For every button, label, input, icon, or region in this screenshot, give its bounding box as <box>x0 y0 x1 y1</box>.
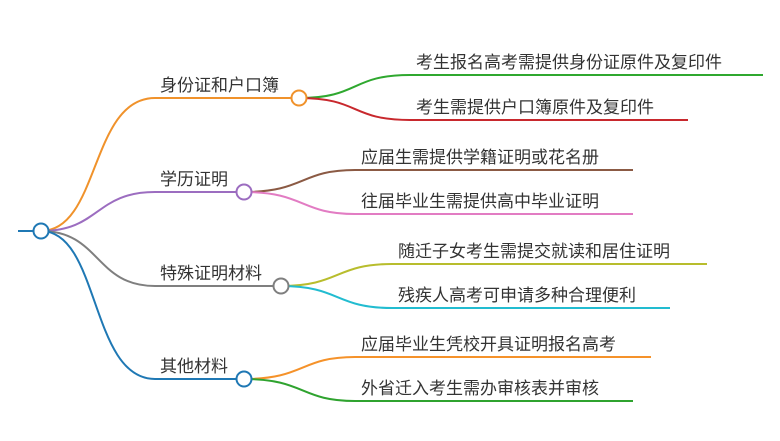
branch-2-connector <box>40 191 156 232</box>
branch-2-child-2-label[interactable]: 往届毕业生需提供高中毕业证明 <box>361 192 599 212</box>
branch-3-child-1-connector <box>280 263 707 287</box>
branch-3-node-dot[interactable] <box>272 277 290 295</box>
branch-2-child-2-connector <box>243 191 633 215</box>
branch-3-label[interactable]: 特殊证明材料 <box>160 264 262 284</box>
branch-1-label[interactable]: 身份证和户口簿 <box>160 76 279 96</box>
branch-3-child-2-label[interactable]: 残疾人高考可申请多种合理便利 <box>398 286 636 306</box>
branch-4-connector <box>40 230 156 380</box>
branch-1-connector <box>40 97 156 232</box>
branch-4-node-dot[interactable] <box>235 370 253 388</box>
branch-1-child-2-connector <box>298 97 688 121</box>
branch-4-child-1-label[interactable]: 应届毕业生凭校开具证明报名高考 <box>361 335 616 355</box>
root-node-dot[interactable] <box>32 222 50 240</box>
branch-1-node-dot[interactable] <box>290 89 308 107</box>
branch-2-child-1-label[interactable]: 应届生需提供学籍证明或花名册 <box>361 148 599 168</box>
branch-4-child-2-connector <box>243 378 633 402</box>
branch-1-child-1-connector <box>298 74 763 99</box>
branch-4-child-2-label[interactable]: 外省迁入考生需办审核表并审核 <box>361 379 599 399</box>
branch-1-child-1-label[interactable]: 考生报名高考需提供身份证原件及复印件 <box>416 53 722 73</box>
branch-2-node-dot[interactable] <box>235 183 253 201</box>
branch-4-child-1-connector <box>243 356 651 380</box>
branch-3-connector <box>40 230 156 287</box>
branch-3-child-1-label[interactable]: 随迁子女考生需提交就读和居住证明 <box>398 242 670 262</box>
branch-1-child-2-label[interactable]: 考生需提供户口簿原件及复印件 <box>416 98 654 118</box>
branch-2-label[interactable]: 学历证明 <box>160 170 228 190</box>
branch-4-label[interactable]: 其他材料 <box>160 357 228 377</box>
branch-3-child-2-connector <box>280 285 670 309</box>
branch-2-child-1-connector <box>243 169 633 193</box>
